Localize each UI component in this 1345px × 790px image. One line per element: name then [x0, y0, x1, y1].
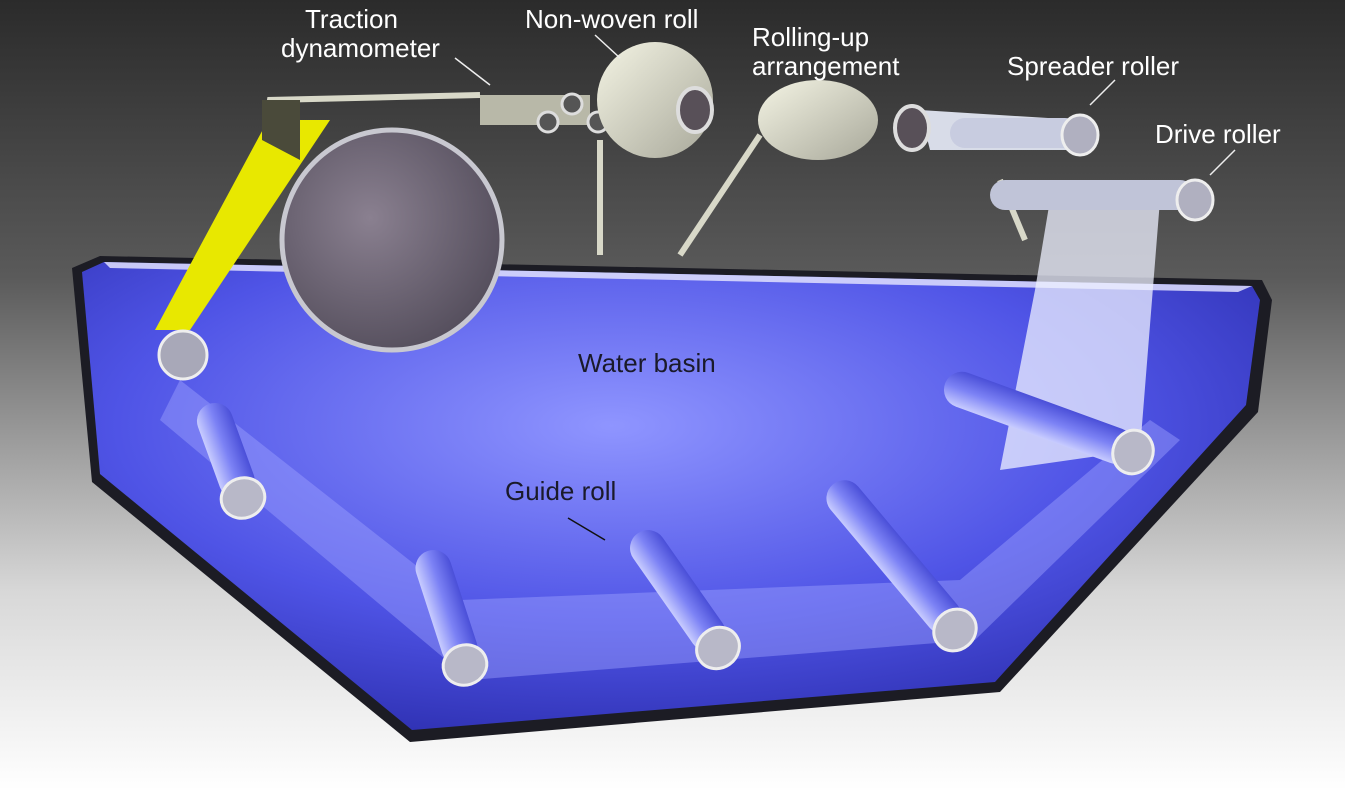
guide-roll: [415, 549, 489, 687]
yellow-belt: [155, 120, 330, 330]
label-traction: Traction: [305, 4, 398, 34]
guide-rolls: [157, 329, 1155, 687]
label-non-woven-roll: Non-woven roll: [525, 4, 698, 34]
leader-lines: [454, 34, 1236, 176]
roll-end-cap-icon: [219, 476, 267, 520]
dynamometer-plate: [262, 100, 300, 160]
drive-roller: [990, 178, 1215, 222]
guide-roll: [943, 371, 1155, 476]
guide-roll-leader: [567, 517, 606, 541]
spreader-roller: [950, 113, 1100, 157]
guide-roll: [196, 402, 267, 520]
guide-roll: [630, 530, 741, 671]
label-guide-roll: Guide roll: [505, 476, 616, 506]
label-drive-roller: Drive roller: [1155, 119, 1281, 149]
guide-roll: [826, 480, 978, 653]
label-water-basin: Water basin: [578, 348, 716, 378]
label-rolling-up-2: arrangement: [752, 51, 900, 81]
label-spreader-roller: Spreader roller: [1007, 51, 1179, 81]
label-rolling-up: Rolling-up: [752, 22, 869, 52]
non-woven-roll: [480, 42, 714, 158]
label-traction-2: dynamometer: [281, 33, 440, 63]
drum: [279, 127, 505, 353]
